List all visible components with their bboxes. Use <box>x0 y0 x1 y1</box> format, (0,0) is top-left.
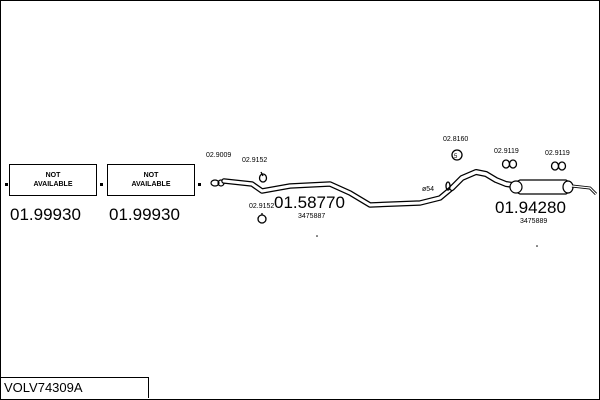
not-available-box-right[interactable]: NOT AVAILABLE <box>107 164 195 196</box>
not-available-box-left[interactable]: NOT AVAILABLE <box>9 164 97 196</box>
fitting-code-hanger[interactable]: 02.9152 <box>249 203 275 210</box>
rear-muffler[interactable] <box>509 179 598 196</box>
marker-dot <box>316 235 318 237</box>
clamp-icon <box>445 181 451 191</box>
rear-pipe[interactable] <box>449 169 523 191</box>
fitting-code-hanger[interactable]: 02.9152 <box>242 157 268 164</box>
not-available-label-right: NOT AVAILABLE <box>131 172 171 188</box>
connector-dot <box>5 183 8 186</box>
pipe-diameter-label: ø54 <box>422 186 435 193</box>
fitting-code-hanger[interactable]: 02.8160 <box>443 136 469 143</box>
oem-number-middle: 3475887 <box>298 213 326 220</box>
part-number-right[interactable]: 01.99930 <box>109 205 180 224</box>
fitting-code-hanger[interactable]: 02.9119 <box>494 148 519 155</box>
connector-dot <box>198 183 201 186</box>
part-number-rear[interactable]: 01.94280 <box>495 198 566 217</box>
middle-pipe[interactable] <box>221 178 455 208</box>
diagram-title: VOLV74309A <box>0 377 149 398</box>
part-number-left[interactable]: 01.99930 <box>10 205 81 224</box>
fitting-code-hanger[interactable]: 02.9119 <box>545 150 570 157</box>
marker-dot <box>536 245 538 247</box>
part-number-middle[interactable]: 01.58770 <box>274 193 345 212</box>
hanger-icon: 5 <box>451 149 463 161</box>
hanger-icon <box>257 213 267 224</box>
svg-text:5: 5 <box>454 154 458 160</box>
not-available-label-left: NOT AVAILABLE <box>33 172 73 188</box>
hanger-icon <box>501 159 518 169</box>
hanger-icon <box>550 161 567 171</box>
fitting-code-clamp[interactable]: 02.9009 <box>206 152 232 159</box>
oem-number-rear: 3475889 <box>520 218 548 225</box>
connector-dot <box>100 183 103 186</box>
hanger-icon <box>258 171 268 183</box>
